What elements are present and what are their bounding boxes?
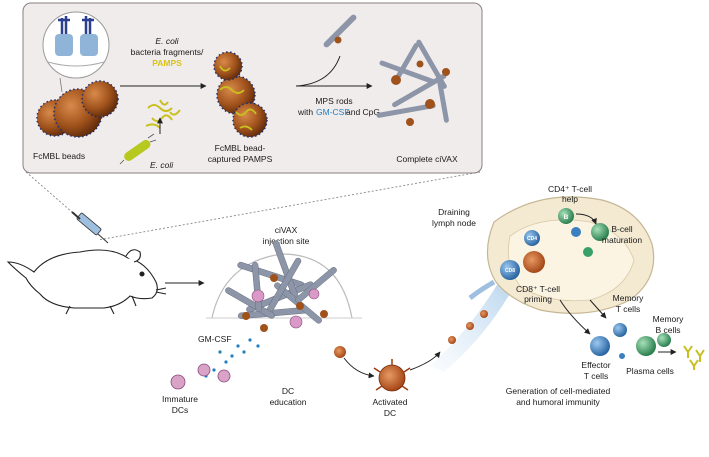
label-bcell-mat-1: B-cell <box>611 224 632 234</box>
label-mps-rods: MPS rods <box>315 96 352 106</box>
mps-rod-icon <box>323 14 357 48</box>
label-immature-2: DCs <box>172 405 189 415</box>
label-fcmbl-beads: FcMBL beads <box>33 151 85 161</box>
injection-site-scaffold <box>225 240 337 324</box>
captured-pamps-beads <box>213 51 268 138</box>
label-cd8-priming-1: CD8⁺ T-cell <box>516 284 560 294</box>
fcmbl-magnified-inset <box>42 11 110 79</box>
label-memory-t-2: T cells <box>616 304 640 314</box>
label-effector-1: Effector <box>581 360 610 370</box>
label-bcell-mat-2: maturation <box>602 235 642 245</box>
label-plasma: Plasma cells <box>626 366 674 376</box>
top-panel: FcMBL beads E. coli bacteria fragments/ … <box>22 2 483 174</box>
fcmbl-beads <box>36 80 119 138</box>
migrating-dcs <box>334 346 411 392</box>
label-generation-2: and humoral immunity <box>516 397 600 407</box>
complete-civax-scaffold <box>376 39 450 126</box>
label-ecoli-fragments-1: E. coli <box>155 36 179 46</box>
stream-dcs <box>448 310 488 344</box>
injection-site-cells <box>242 274 328 332</box>
lymph-node-cells <box>500 208 609 280</box>
pamps-squiggles <box>145 99 181 129</box>
label-generation-1: Generation of cell-mediated <box>506 386 611 396</box>
arrow-to-effector <box>559 299 591 335</box>
arrow-activated-to-lymph <box>409 351 441 371</box>
label-mps-cpg: and CpG <box>346 107 380 117</box>
label-complete-civax: Complete ciVAX <box>396 154 458 164</box>
label-draining-2: lymph node <box>432 218 476 228</box>
gmcsf-dots <box>204 338 260 378</box>
label-draining-1: Draining <box>438 207 470 217</box>
label-dc-education-2: education <box>270 397 307 407</box>
label-injection-1: ciVAX <box>275 225 298 235</box>
label-ecoli-fragments-2: bacteria fragments/ <box>131 47 204 57</box>
label-effector-2: T cells <box>584 371 608 381</box>
label-gmcsf-bottom: GM-CSF <box>198 334 232 344</box>
label-mps-gmcsf: GM-CSF <box>316 107 350 117</box>
label-cd8-priming-2: priming <box>524 294 552 304</box>
label-cd4-help-2: help <box>562 194 578 204</box>
label-cd8-cell: CD8 <box>505 268 515 274</box>
antibody-icons <box>683 345 705 370</box>
label-activated-2: DC <box>384 408 396 418</box>
output-cells <box>590 323 671 359</box>
syringe-icon <box>71 211 109 244</box>
zoom-line-right <box>97 171 481 241</box>
immature-dcs <box>170 363 231 390</box>
label-injection-2: injection site <box>263 236 310 246</box>
label-captured-2: captured PAMPS <box>208 154 273 164</box>
label-cd4-help-1: CD4⁺ T-cell <box>548 184 592 194</box>
ecoli-bacterium <box>119 133 157 165</box>
arrow-to-memory <box>589 299 607 319</box>
label-memory-b-1: Memory <box>653 314 684 324</box>
label-b: B <box>564 214 569 221</box>
label-captured-1: FcMBL bead- <box>215 143 266 153</box>
label-activated-1: Activated <box>373 397 408 407</box>
label-immature-1: Immature <box>162 394 198 404</box>
label-memory-b-2: B cells <box>655 325 680 335</box>
mouse-illustration <box>6 249 167 315</box>
label-cd4-cell: CD4 <box>527 236 537 242</box>
label-ecoli: E. coli <box>150 160 174 170</box>
arrow-dc-to-activated <box>343 357 375 379</box>
arrow-captured-to-complete <box>295 55 372 86</box>
label-dc-education-1: DC <box>282 386 294 396</box>
label-mps-with: with <box>297 107 313 117</box>
label-memory-t-1: Memory <box>613 293 644 303</box>
label-pamps: PAMPS <box>152 58 182 68</box>
